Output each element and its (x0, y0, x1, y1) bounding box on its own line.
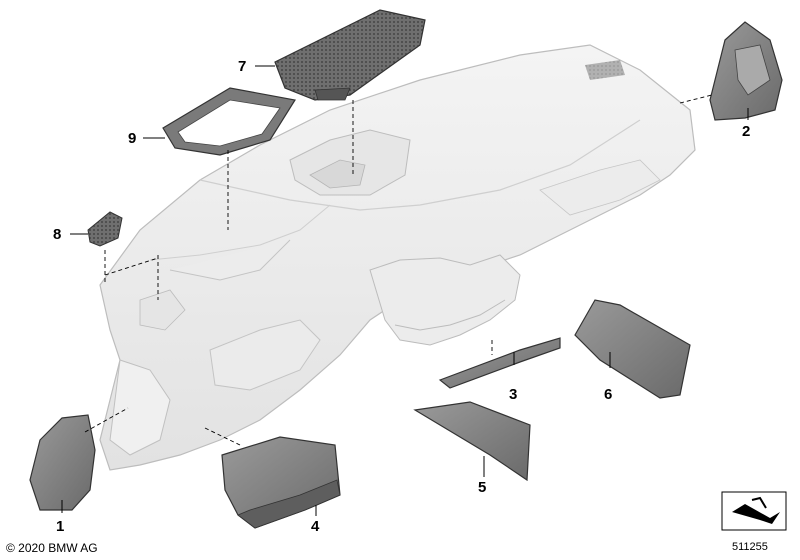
part-9-display-frame (162, 87, 296, 156)
orientation-icon (721, 491, 787, 531)
callout-9: 9 (128, 130, 137, 147)
part-1-side-trim-left (29, 414, 96, 511)
callout-8: 8 (53, 226, 62, 243)
dash-connectors (84, 94, 713, 446)
part-3-center-trim (438, 337, 561, 389)
part-2-side-trim-right (709, 21, 783, 121)
callout-1: 1 (56, 518, 65, 535)
part-4-glove-box (221, 436, 341, 529)
part-5-lower-trim (413, 401, 531, 482)
dashboard-carrier (99, 44, 696, 471)
part-6-knee-trim (574, 299, 691, 399)
callout-2: 2 (742, 123, 751, 140)
part-7-speaker-grille (274, 9, 426, 101)
callout-6: 6 (604, 386, 613, 403)
callout-3: 3 (509, 386, 518, 403)
part-8-small-grille (87, 211, 123, 247)
callout-5: 5 (478, 479, 487, 496)
part-number: 511255 (732, 541, 768, 553)
copyright-text: © 2020 BMW AG (6, 541, 98, 555)
leader-lines (61, 65, 749, 516)
callout-7: 7 (238, 58, 247, 75)
callout-4: 4 (311, 518, 320, 535)
